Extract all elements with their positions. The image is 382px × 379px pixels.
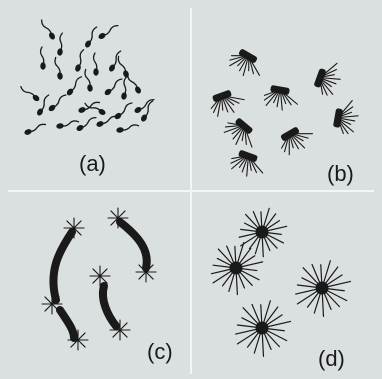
panel-c-chains: [42, 208, 156, 350]
tadpole-cell: [56, 120, 79, 128]
cell-cluster: [333, 98, 361, 135]
tadpole-cell: [84, 69, 92, 92]
tadpole-cell: [76, 116, 98, 131]
tadpole-cell: [116, 124, 139, 132]
tadpole-cell: [20, 84, 40, 102]
chain-tuft: [68, 330, 88, 350]
star-cluster: [236, 301, 291, 357]
tadpole-cell: [84, 26, 99, 48]
star-cluster: [211, 243, 262, 295]
panel-a-cells: [20, 18, 156, 135]
tadpole-cell: [40, 18, 55, 40]
cell-cluster: [228, 148, 268, 181]
cell-chain: [120, 222, 147, 268]
tadpole-cell: [57, 33, 65, 56]
chain-tuft: [90, 266, 110, 286]
tadpole-cell: [48, 94, 68, 112]
tadpole-cell: [54, 57, 62, 80]
tadpole-cell: [41, 47, 46, 69]
panel-label-b: (b): [327, 163, 354, 185]
tadpole-cell: [94, 53, 99, 75]
cell-cluster: [262, 85, 299, 113]
panel-label-a: (a): [79, 153, 106, 175]
panel-label-d: (d): [318, 348, 345, 370]
cell-cluster: [221, 114, 261, 153]
tadpole-cell: [75, 49, 87, 71]
cell-cluster: [276, 122, 317, 158]
chain-tuft: [42, 294, 62, 314]
tadpole-cell: [108, 50, 123, 72]
cell-chain: [103, 286, 116, 326]
chain-tuft: [136, 262, 156, 282]
tadpole-cell: [140, 100, 155, 122]
cell-cluster: [226, 46, 267, 82]
tadpole-cell: [104, 78, 124, 96]
chain-tuft: [108, 208, 128, 228]
cell-chain: [53, 232, 72, 300]
panel-d-stars: [211, 208, 350, 356]
panel-label-c: (c): [147, 341, 173, 363]
tadpole-cell: [121, 77, 129, 100]
tadpole-cell: [96, 115, 118, 127]
chain-tuft: [110, 320, 130, 340]
star-cluster: [296, 261, 351, 317]
tadpole-cell: [24, 123, 46, 135]
cell-cluster: [312, 59, 345, 99]
tadpole-cell: [66, 76, 84, 96]
tadpole-cell: [98, 24, 120, 39]
chain-tuft: [64, 218, 84, 238]
star-cluster: [239, 208, 287, 256]
cell-cluster: [207, 86, 247, 119]
